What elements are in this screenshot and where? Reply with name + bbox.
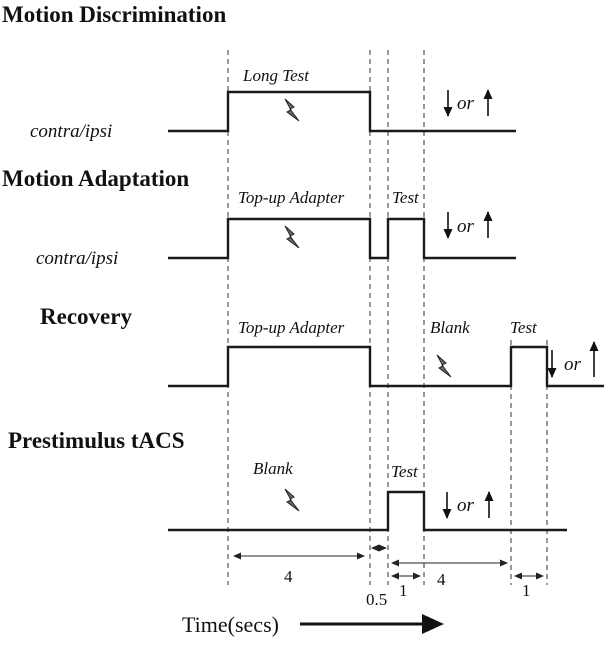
trace-prestimulus bbox=[168, 490, 567, 532]
duration-label-0-5s: 0.5 bbox=[366, 590, 387, 609]
heading-motion-discrimination: Motion Discrimination bbox=[2, 2, 226, 27]
row-recovery: Top-up Adapter Blank Test or bbox=[168, 318, 604, 388]
down-or-up-arrow-icon bbox=[442, 491, 494, 519]
down-or-up-arrow-icon bbox=[547, 341, 599, 378]
side-label-row2: contra/ipsi bbox=[36, 248, 118, 269]
row-prestimulus-tacs: Blank Test or bbox=[168, 459, 567, 532]
label-test-3: Test bbox=[391, 462, 419, 481]
label-long-test: Long Test bbox=[242, 66, 310, 85]
duration-markers: 4 0.5 1 4 1 bbox=[233, 544, 544, 609]
lightning-bolt-icon bbox=[284, 225, 300, 249]
response-or-row3: or bbox=[564, 354, 582, 375]
down-or-up-arrow-icon bbox=[443, 89, 493, 117]
right-arrow-icon bbox=[300, 614, 444, 634]
trace-recovery bbox=[168, 345, 604, 388]
label-topup-adapter-2: Top-up Adapter bbox=[238, 318, 345, 337]
duration-label-1s-late-test: 1 bbox=[522, 581, 531, 600]
response-or-row1: or bbox=[457, 93, 475, 114]
lightning-bolt-icon bbox=[284, 98, 300, 122]
duration-label-4s-blank: 4 bbox=[437, 570, 446, 589]
heading-recovery: Recovery bbox=[40, 304, 132, 329]
label-test-1: Test bbox=[392, 188, 420, 207]
row-motion-discrimination: contra/ipsi Long Test or bbox=[30, 66, 516, 142]
label-test-2: Test bbox=[510, 318, 538, 337]
duration-label-4s-adapter: 4 bbox=[284, 567, 293, 586]
side-label-row1: contra/ipsi bbox=[30, 121, 112, 142]
heading-motion-adaptation: Motion Adaptation bbox=[2, 166, 189, 191]
time-axis: Time(secs) bbox=[182, 612, 444, 637]
label-topup-adapter-1: Top-up Adapter bbox=[238, 188, 345, 207]
trace-motion-adaptation bbox=[168, 217, 516, 260]
duration-label-1s-test: 1 bbox=[399, 581, 408, 600]
lightning-bolt-icon bbox=[284, 488, 300, 512]
heading-prestimulus-tacs: Prestimulus tACS bbox=[8, 428, 185, 453]
time-axis-label: Time(secs) bbox=[182, 612, 279, 637]
response-or-row2: or bbox=[457, 216, 475, 237]
trace-motion-discrimination bbox=[168, 90, 516, 133]
lightning-bolt-icon bbox=[436, 354, 452, 378]
label-blank-1: Blank bbox=[430, 318, 470, 337]
row-motion-adaptation: contra/ipsi Top-up Adapter Test or bbox=[36, 188, 516, 269]
response-or-row4: or bbox=[457, 495, 475, 516]
label-blank-2: Blank bbox=[253, 459, 293, 478]
down-or-up-arrow-icon bbox=[443, 211, 493, 239]
